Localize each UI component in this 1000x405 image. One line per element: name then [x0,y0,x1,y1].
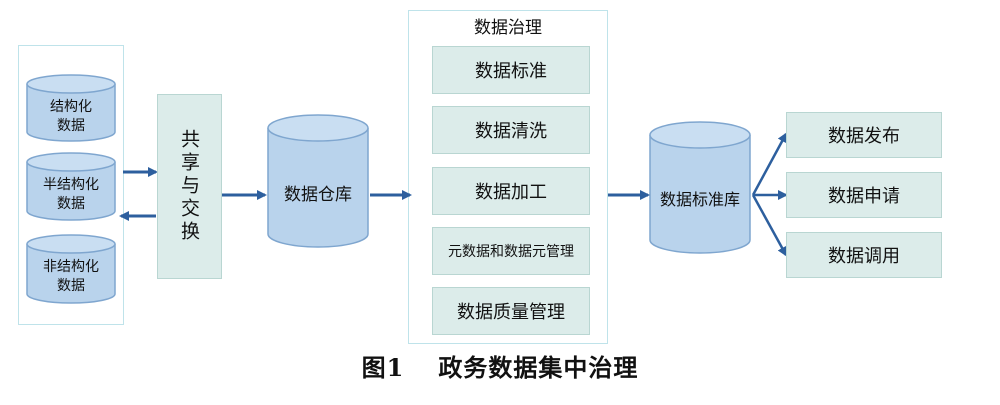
output-publish: 数据发布 [786,112,942,158]
unstructured-data-cylinder [26,234,116,304]
semi-structured-data-cylinder [26,152,116,221]
governance-title: 数据治理 [474,17,542,38]
figure-number: 图1 [361,353,405,382]
governance-item-processing: 数据加工 [432,167,590,215]
sharing-exchange-label: 共享与交换 [178,129,200,244]
governance-item-quality: 数据质量管理 [432,287,590,335]
governance-item-metadata: 元数据和数据元管理 [432,227,590,275]
governance-item-cleansing: 数据清洗 [432,106,590,154]
figure-title: 政务数据集中治理 [438,353,639,382]
data-standard-library-label: 数据标准库 [659,190,740,210]
structured-data-label: 结构化 数据 [50,99,92,134]
figure-caption: 图1 政务数据集中治理 [0,348,1000,383]
structured-data-cylinder [26,74,116,142]
arrow-to-invoke [751,194,788,257]
data-warehouse-cylinder [267,114,369,248]
output-apply: 数据申请 [786,172,942,218]
sharing-exchange-box: 共享与交换 [157,94,222,279]
data-warehouse-label: 数据仓库 [284,184,352,205]
output-invoke: 数据调用 [786,232,942,278]
arrow-to-publish [751,132,788,196]
governance-item-standard: 数据标准 [432,46,590,94]
semi-structured-data-label: 半结构化 数据 [43,177,99,212]
data-standard-library-cylinder [649,121,751,254]
unstructured-data-label: 非结构化 数据 [43,259,99,294]
